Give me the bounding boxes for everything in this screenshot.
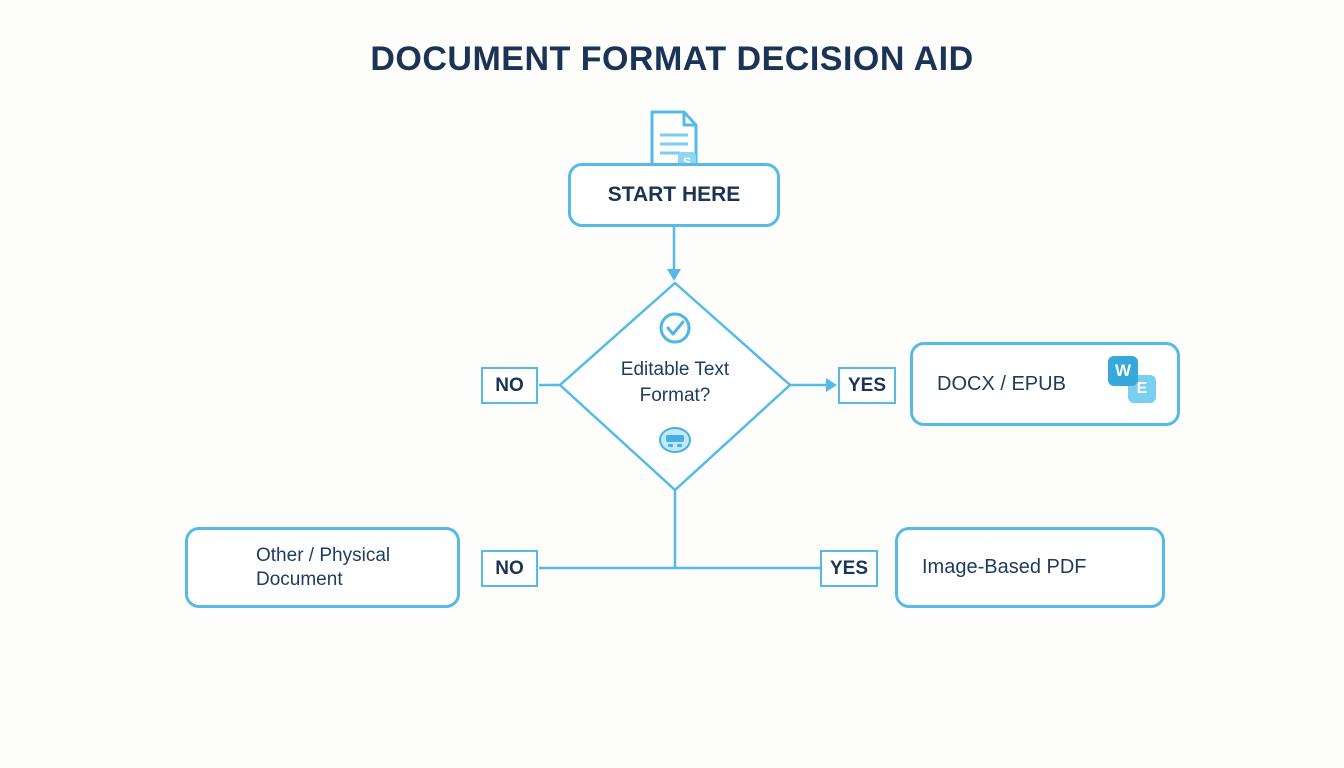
no-label-bottom-text: NO [495, 557, 524, 579]
yes-label-top-text: YES [847, 374, 887, 396]
word-badge-letter: W [1114, 361, 1132, 380]
epub-badge-icon: E [1128, 375, 1156, 403]
arrowhead-right-icon [826, 378, 837, 392]
document-icon: S [650, 110, 698, 174]
check-circle-icon [659, 312, 691, 344]
image-pdf-node: Image-Based PDF [895, 527, 1165, 608]
page-title: DOCUMENT FORMAT DECISION AID [370, 40, 974, 78]
word-badge-icon: W [1108, 356, 1138, 386]
scan-icon [659, 427, 691, 453]
yes-label-top: YES [838, 367, 896, 404]
yes-label-bottom: YES [820, 550, 878, 587]
start-node-label: START HERE [607, 183, 741, 206]
decision-node-label: Editable Text Format? [620, 359, 730, 406]
yes-label-bottom-text: YES [829, 557, 869, 579]
svg-text:S: S [683, 155, 691, 169]
start-node: START HERE [568, 163, 780, 227]
no-label-top-text: NO [495, 374, 524, 396]
docx-epub-label: DOCX / EPUB [937, 372, 1066, 395]
epub-badge-letter: E [1136, 380, 1148, 397]
no-label-bottom: NO [481, 550, 538, 587]
other-physical-label: Other / Physical Document [256, 544, 391, 590]
other-physical-node: Other / Physical Document [185, 527, 460, 608]
image-pdf-label: Image-Based PDF [922, 556, 1087, 578]
no-label-top: NO [481, 367, 538, 404]
arrowhead-down-icon [667, 269, 681, 281]
